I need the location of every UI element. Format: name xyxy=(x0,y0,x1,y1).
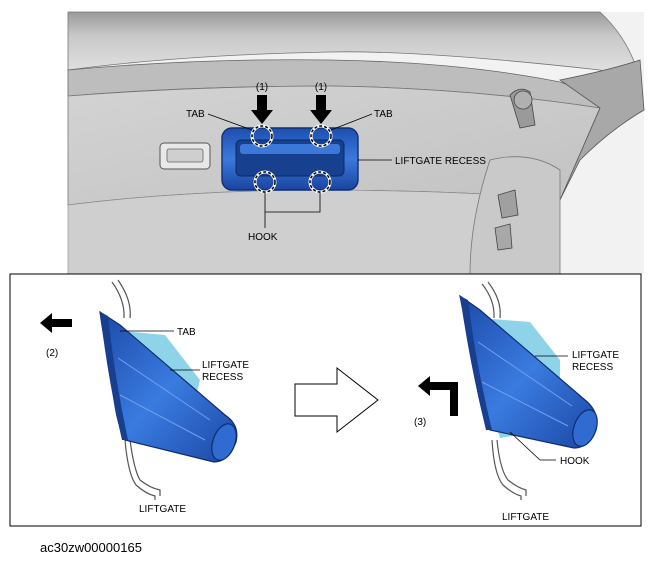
tab-clip-left xyxy=(251,125,273,147)
arrow-down-right-icon xyxy=(310,95,332,124)
step-2-label: (2) xyxy=(46,348,58,359)
label-tab-right: TAB xyxy=(374,109,393,120)
liftgate-panel-bottom-left xyxy=(129,439,161,496)
left-label-liftgate: LIFTGATE xyxy=(139,504,186,515)
callout-1-left: (1) xyxy=(256,82,268,93)
garnish-rib-right-2 xyxy=(481,381,569,427)
liftgate-right-edge xyxy=(559,59,645,201)
latch-bracket xyxy=(497,189,519,219)
right-label-recess-1: LIFTGATE xyxy=(572,350,619,361)
leader-tab-left xyxy=(207,113,253,131)
sequence-arrow-icon xyxy=(294,366,379,434)
tab-clip-right xyxy=(310,125,332,147)
garnish-lip-left xyxy=(100,312,128,440)
left-detail: (2) TAB LIFTGATE RECESS LIFTGATE xyxy=(40,279,249,515)
reference-id: ac30zw00000165 xyxy=(40,540,142,555)
left-label-recess-1: LIFTGATE xyxy=(202,360,249,371)
liftgate-handle-grip xyxy=(166,148,204,163)
liftgate-panel-bottom-right-inner xyxy=(491,439,522,500)
label-liftgate-recess: LIFTGATE RECESS xyxy=(395,156,486,167)
garnish-lip-right xyxy=(460,296,492,430)
garnish-rib-left-2 xyxy=(119,394,206,441)
leader-tab-right xyxy=(330,113,373,131)
strut-ball-joint xyxy=(513,90,533,110)
garnish-rib-right-1 xyxy=(477,341,573,407)
liftgate-panel-bottom-left-inner xyxy=(124,439,156,500)
arrow-up-left-icon xyxy=(418,376,458,416)
latch-bolt xyxy=(494,223,513,251)
liftgate-panel-bottom-right xyxy=(496,439,527,496)
step-3-label: (3) xyxy=(414,417,426,428)
liftgate-panel-top-left-inner xyxy=(111,281,125,319)
label-hook: HOOK xyxy=(248,232,278,243)
garnish-rib-left-1 xyxy=(117,357,211,421)
right-label-recess-2: RECESS xyxy=(572,362,613,373)
right-label-hook: HOOK xyxy=(560,456,590,467)
leader-right-hook xyxy=(509,431,556,461)
arrow-left-icon xyxy=(40,313,72,333)
liftgate-panel-top-right-inner xyxy=(481,283,495,319)
liftgate-upper-panel xyxy=(67,11,641,81)
garnish-end-left xyxy=(211,423,237,461)
label-tab-left: TAB xyxy=(186,109,205,120)
right-label-liftgate: LIFTGATE xyxy=(502,512,549,523)
left-label-recess-2: RECESS xyxy=(202,372,243,383)
callout-1-right: (1) xyxy=(315,82,327,93)
leader-hook-bracket xyxy=(264,192,321,213)
garnish-end-right xyxy=(572,409,598,447)
arrow-down-left-icon xyxy=(251,95,273,124)
liftgate-top-view: (1) (1) TAB TAB LIFTGATE RECESS HOOK xyxy=(67,11,645,275)
right-detail: (3) LIFTGATE RECESS HOOK LIFTGATE xyxy=(414,281,619,523)
left-label-tab: TAB xyxy=(177,327,196,338)
liftgate-panel-top-left xyxy=(117,279,131,319)
liftgate-panel-top-right xyxy=(487,281,501,319)
